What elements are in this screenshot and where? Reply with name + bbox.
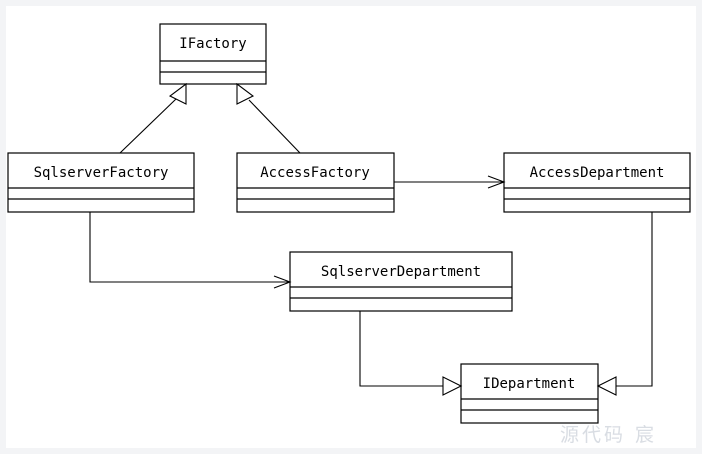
class-access-factory-name: AccessFactory: [260, 165, 370, 181]
class-sqlserver-factory-box: [7, 152, 195, 213]
arrowhead-icon: [273, 275, 292, 289]
inheritance-triangle-icon: [236, 82, 255, 105]
class-access-factory[interactable]: AccessFactory: [236, 152, 395, 213]
inheritance-triangle-icon: [596, 376, 617, 396]
watermark: 源代码 宸: [560, 424, 658, 446]
class-ifactory-name: IFactory: [179, 36, 246, 52]
arrowhead-icon: [487, 175, 506, 189]
inheritance-triangle-icon: [168, 82, 187, 105]
class-access-department-box: [503, 152, 691, 213]
class-ifactory[interactable]: IFactory: [159, 23, 267, 85]
edge-sqlserver-factory-implements-ifactory: [119, 82, 187, 154]
class-access-department-name: AccessDepartment: [530, 165, 665, 181]
class-access-factory-box: [236, 152, 395, 213]
class-idepartment-box: [460, 363, 599, 424]
class-idepartment-name: IDepartment: [483, 376, 576, 392]
edge-access-factory-implements-ifactory: [236, 82, 301, 154]
class-sqlserver-department[interactable]: SqlserverDepartment: [289, 251, 513, 312]
class-sqlserver-department-name: SqlserverDepartment: [321, 264, 481, 280]
edge-access-factory-creates-access-department: [394, 175, 506, 189]
edge-sqlserver-department-implements-idepartment: [359, 311, 463, 396]
edge-sqlserver-factory-creates-sqlserver-department: [89, 212, 292, 289]
class-sqlserver-factory[interactable]: SqlserverFactory: [7, 152, 195, 213]
edge-access-department-implements-idepartment: [596, 212, 653, 396]
class-idepartment[interactable]: IDepartment: [460, 363, 599, 424]
inheritance-triangle-icon: [442, 376, 463, 396]
class-sqlserver-factory-name: SqlserverFactory: [34, 165, 169, 181]
class-sqlserver-department-box: [289, 251, 513, 312]
class-ifactory-box: [159, 23, 267, 85]
class-access-department[interactable]: AccessDepartment: [503, 152, 691, 213]
